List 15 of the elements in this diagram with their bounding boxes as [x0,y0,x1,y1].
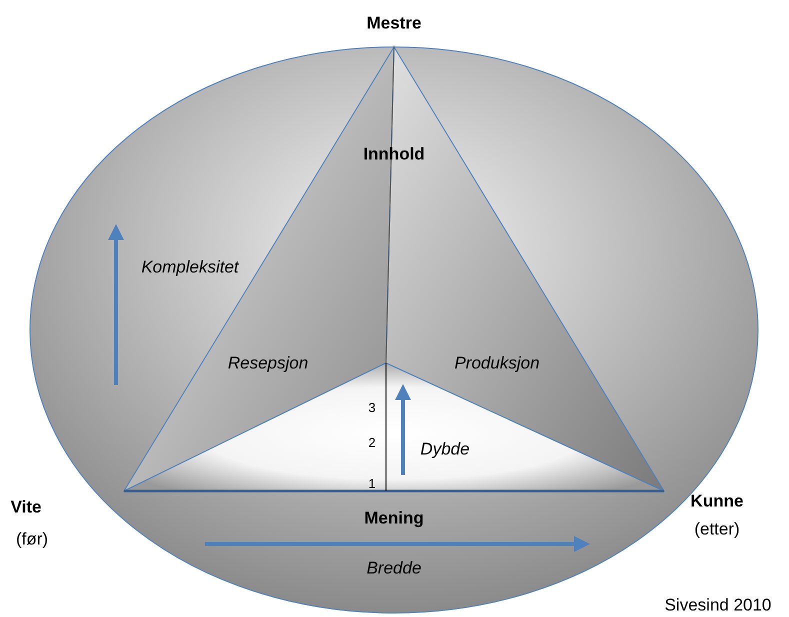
region-label: Produksjon [454,354,540,374]
vertex-label: Vite [10,498,42,518]
region-label: Resepsjon [228,354,308,374]
vertex-note: (etter) [694,520,740,540]
axis-label: Bredde [366,560,422,578]
scale-number: 1 [368,476,376,492]
scale-number: 2 [368,436,376,450]
scale-number: 3 [368,400,376,416]
vertex-note: (før) [16,530,48,550]
region-label: Mening [364,510,424,528]
axis-label: Kompleksitet [141,258,239,278]
vertex-label: Mestre [366,14,422,34]
axis-label: Dybde [420,440,470,460]
vertex-label: Kunne [690,492,744,512]
source-note: Sivesind 2010 [664,596,772,616]
